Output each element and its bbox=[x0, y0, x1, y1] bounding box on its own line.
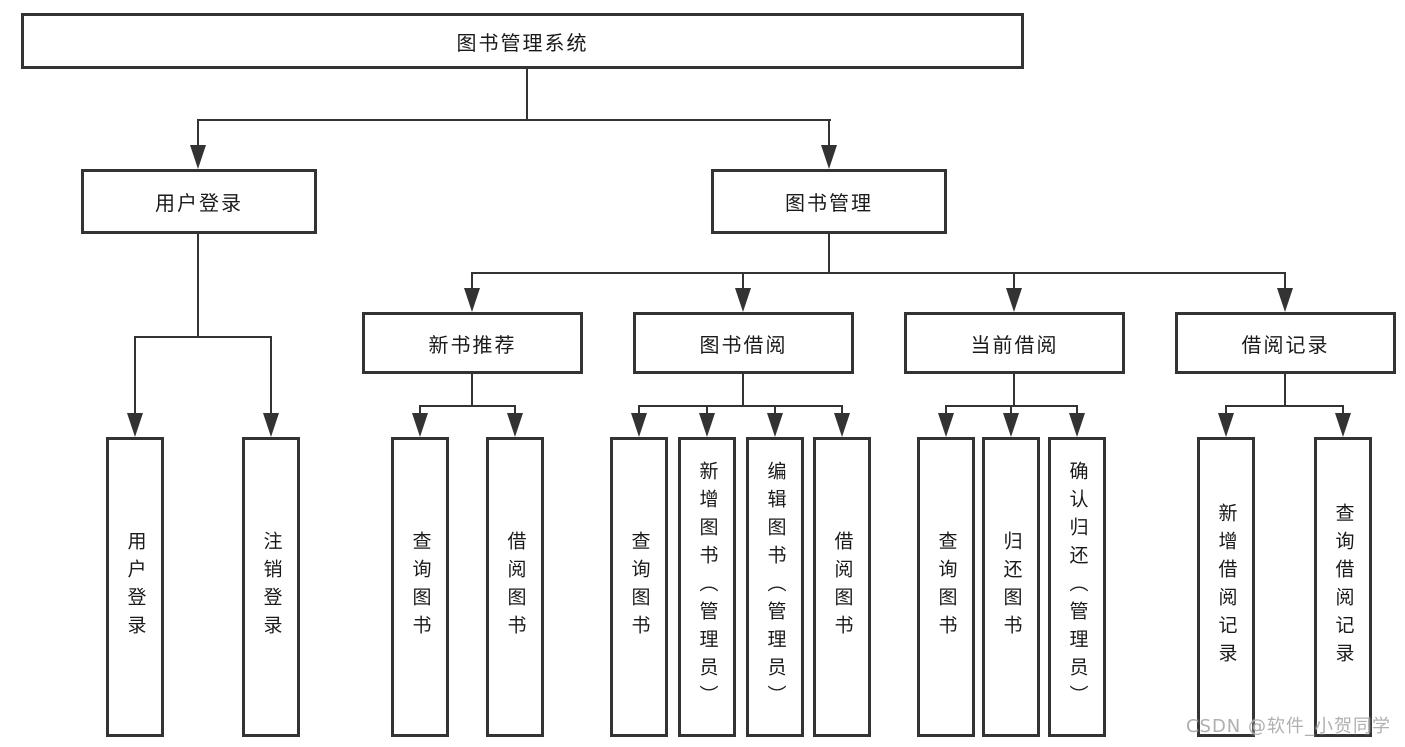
arrow-down-icon bbox=[507, 413, 523, 437]
node-new-book-recommend: 新书推荐 bbox=[362, 312, 583, 374]
node-borrow-records: 借阅记录 bbox=[1175, 312, 1396, 374]
leaf-return-books-label: 归还图书 bbox=[1000, 531, 1023, 643]
leaf-logout: 注销登录 bbox=[242, 437, 300, 737]
leaf-user-login: 用户登录 bbox=[106, 437, 164, 737]
node-current-borrow-label: 当前借阅 bbox=[970, 332, 1059, 357]
arrow-down-icon bbox=[263, 413, 279, 437]
arrow-down-icon bbox=[464, 288, 480, 312]
leaf-add-books-admin: 新增图书（管理员） bbox=[678, 437, 736, 737]
arrow-down-icon bbox=[190, 145, 206, 169]
arrow-down-icon bbox=[1003, 413, 1019, 437]
arrow-down-icon bbox=[938, 413, 954, 437]
leaf-borrow-books-recommend: 借阅图书 bbox=[486, 437, 544, 737]
arrow-down-icon bbox=[1069, 413, 1085, 437]
leaf-confirm-return-admin-label: 确认归还（管理员） bbox=[1066, 461, 1089, 713]
arrow-down-icon bbox=[1335, 413, 1351, 437]
leaf-add-borrow-record: 新增借阅记录 bbox=[1197, 437, 1255, 737]
node-borrow-records-label: 借阅记录 bbox=[1241, 332, 1330, 357]
arrow-down-icon bbox=[821, 145, 837, 169]
leaf-query-books-recommend-label: 查询图书 bbox=[409, 531, 432, 643]
arrow-down-icon bbox=[1277, 288, 1293, 312]
node-new-book-recommend-label: 新书推荐 bbox=[428, 332, 517, 357]
arrow-down-icon bbox=[699, 413, 715, 437]
leaf-query-books-borrow-label: 查询图书 bbox=[628, 531, 651, 643]
leaf-query-borrow-record: 查询借阅记录 bbox=[1314, 437, 1372, 737]
leaf-query-books-current-label: 查询图书 bbox=[935, 531, 958, 643]
node-book-management: 图书管理 bbox=[711, 169, 947, 234]
arrow-down-icon bbox=[412, 413, 428, 437]
leaf-borrow-books-recommend-label: 借阅图书 bbox=[504, 531, 527, 643]
leaf-logout-label: 注销登录 bbox=[260, 531, 283, 643]
leaf-borrow-books-label: 借阅图书 bbox=[831, 531, 854, 643]
node-book-management-label: 图书管理 bbox=[785, 191, 873, 215]
leaf-query-borrow-record-label: 查询借阅记录 bbox=[1332, 503, 1355, 671]
arrow-down-icon bbox=[631, 413, 647, 437]
arrow-down-icon bbox=[127, 413, 143, 437]
arrow-down-icon bbox=[1218, 413, 1234, 437]
node-root-label: 图书管理系统 bbox=[456, 30, 589, 55]
arrow-down-icon bbox=[767, 413, 783, 437]
leaf-confirm-return-admin: 确认归还（管理员） bbox=[1048, 437, 1106, 737]
node-root: 图书管理系统 bbox=[21, 13, 1024, 69]
leaf-query-books-current: 查询图书 bbox=[917, 437, 975, 737]
node-book-borrow-label: 图书借阅 bbox=[699, 332, 788, 357]
leaf-edit-books-admin-label: 编辑图书（管理员） bbox=[764, 461, 787, 713]
leaf-add-borrow-record-label: 新增借阅记录 bbox=[1215, 503, 1238, 671]
leaf-add-books-admin-label: 新增图书（管理员） bbox=[696, 461, 719, 713]
leaf-user-login-label: 用户登录 bbox=[124, 531, 147, 643]
node-user-login-label: 用户登录 bbox=[155, 191, 243, 215]
watermark: CSDN @软件_小贺同学 bbox=[1185, 716, 1391, 737]
node-current-borrow: 当前借阅 bbox=[904, 312, 1125, 374]
leaf-query-books-recommend: 查询图书 bbox=[391, 437, 449, 737]
arrow-down-icon bbox=[1006, 288, 1022, 312]
arrow-down-icon bbox=[834, 413, 850, 437]
leaf-return-books: 归还图书 bbox=[982, 437, 1040, 737]
leaf-borrow-books: 借阅图书 bbox=[813, 437, 871, 737]
leaf-edit-books-admin: 编辑图书（管理员） bbox=[746, 437, 804, 737]
leaf-query-books-borrow: 查询图书 bbox=[610, 437, 668, 737]
node-user-login: 用户登录 bbox=[81, 169, 317, 234]
arrow-down-icon bbox=[735, 288, 751, 312]
node-book-borrow: 图书借阅 bbox=[633, 312, 854, 374]
